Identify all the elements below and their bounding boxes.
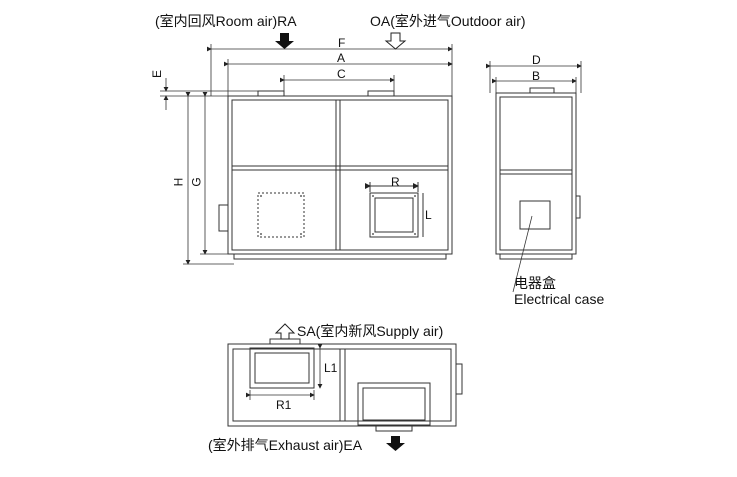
dim-G: G	[189, 177, 204, 187]
room-air-label: (室内回风Room air)RA	[155, 13, 297, 29]
electrical-case-label-en: Electrical case	[514, 291, 605, 307]
side-dimension-lines	[486, 61, 582, 93]
dim-C: C	[337, 67, 346, 81]
plan-view	[227, 338, 463, 432]
dim-D: D	[532, 53, 541, 67]
dim-A: A	[337, 51, 346, 65]
dim-F: F	[338, 36, 346, 50]
air-arrows-plan	[274, 323, 405, 451]
dim-L: L	[425, 208, 432, 222]
electrical-case-label-cn: 电器盒	[514, 275, 556, 291]
dim-R1: R1	[276, 398, 292, 412]
air-arrows-top	[275, 32, 407, 50]
front-view	[218, 90, 453, 260]
outdoor-air-label: OA(室外进气Outdoor air)	[370, 13, 526, 29]
dim-H: H	[171, 177, 186, 187]
dim-B: B	[532, 69, 541, 83]
side-view	[495, 87, 581, 293]
plan-dimension-lines	[246, 344, 323, 400]
dim-E: E	[150, 69, 165, 79]
dim-L1: L1	[324, 361, 338, 375]
dim-R: R	[391, 175, 400, 189]
front-dimension-lines	[160, 44, 453, 265]
supply-air-label: SA(室内新风Supply air)	[297, 323, 444, 339]
exhaust-air-label: (室外排气Exhaust air)EA	[208, 437, 363, 453]
